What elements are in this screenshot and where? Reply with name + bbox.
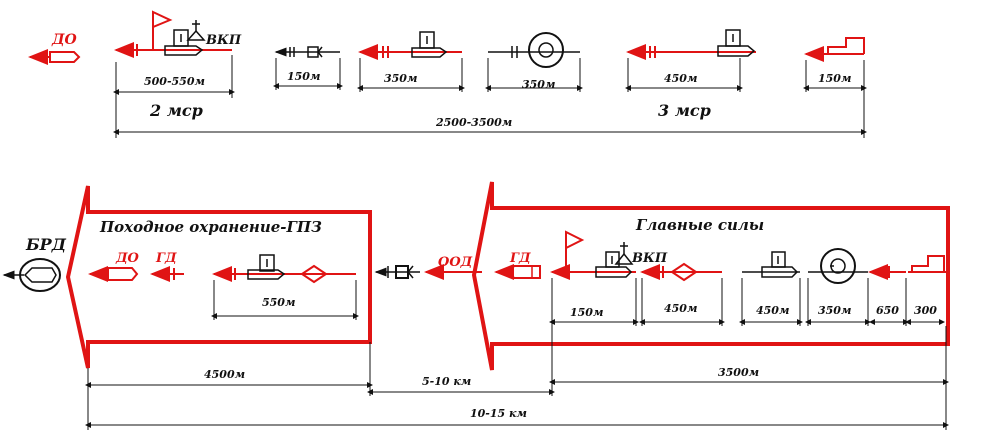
ood-label: ООД [438, 255, 473, 270]
msr2-column: ВКП 500-550м 2 мср [113, 10, 242, 120]
gd-unit-main: ГД [494, 251, 541, 280]
dim-150-top-b: 150м [818, 72, 851, 85]
top-row: ДО ВКП 500-550м 2 мср [28, 10, 867, 138]
do-label-top: ДО [51, 32, 77, 48]
dim-10-15: 10-15 км [470, 407, 527, 420]
dim-650: 650 [876, 304, 899, 317]
dim-450-main-a: 450м [664, 302, 697, 315]
dim-total-label: 2500-3500м [435, 116, 512, 129]
do-label-bottom: ДО [115, 251, 140, 266]
vkp-label-bottom: ВКП [631, 251, 668, 266]
unit-150-main: ВКП 150м [549, 230, 668, 326]
gd-label-main: ГД [509, 251, 531, 266]
guard-arrow-frame: Походное охранение-ГПЗ [65, 185, 372, 369]
gd-label-guard: ГД [155, 251, 177, 266]
dim-4500: 4500м [204, 368, 245, 381]
bottom-row: БРД Походное охранение-ГПЗ ДО ГД [2, 181, 950, 430]
unit-450-top: 450м 3 мср [625, 29, 756, 120]
unit-350-top-b: 350м [485, 32, 583, 92]
unit-650-main: 650 [868, 264, 909, 326]
do-unit-top: ДО [28, 32, 81, 65]
main-forces-arrow-frame: Главные силы [471, 181, 950, 371]
brd-unit: БРД [2, 235, 67, 292]
do-unit-bottom: ДО [88, 251, 140, 282]
dim-350-top-b: 350м [522, 78, 555, 91]
guard-title: Походное охранение-ГПЗ [99, 218, 322, 236]
gd-unit-guard: ГД [150, 251, 184, 282]
main-forces-title: Главные силы [635, 216, 764, 234]
unit-450-main-b: 450м [739, 251, 803, 326]
dim-450-top: 450м [664, 72, 697, 85]
dim-450-main-b: 450м [756, 304, 789, 317]
unit-350-top-a: 350м [357, 31, 465, 92]
dim-total-top: 2500-3500м [113, 98, 867, 138]
dim-150-top-a: 150м [287, 70, 320, 83]
brd-label: БРД [25, 235, 67, 254]
unit-350-main: 350м [805, 248, 871, 326]
unit-550-guard: 550м [211, 254, 359, 320]
unit-450-main-a: 450м [639, 262, 725, 326]
dim-5-10: 5-10 км [422, 375, 471, 388]
vkp-label-top: ВКП [205, 33, 242, 48]
dim-350-main: 350м [818, 304, 851, 317]
dim-350-top-a: 350м [384, 72, 417, 85]
unit-150-top-tail: 150м [803, 37, 867, 138]
dim-500-550: 500-550м [144, 75, 205, 88]
bottom-dimensions: 4500м 5-10 км 3500м 10-15 км [85, 326, 949, 430]
mid-unit [374, 265, 420, 279]
unit-300-main: 300 [905, 255, 946, 325]
dim-3500: 3500м [718, 366, 759, 379]
dim-150-main: 150м [570, 306, 603, 319]
unit-150-top: 150м [273, 46, 343, 90]
msr3-label: 3 мср [658, 101, 711, 120]
msr2-label: 2 мср [149, 101, 203, 120]
dim-550: 550м [262, 296, 295, 309]
dim-300: 300 [914, 304, 937, 317]
